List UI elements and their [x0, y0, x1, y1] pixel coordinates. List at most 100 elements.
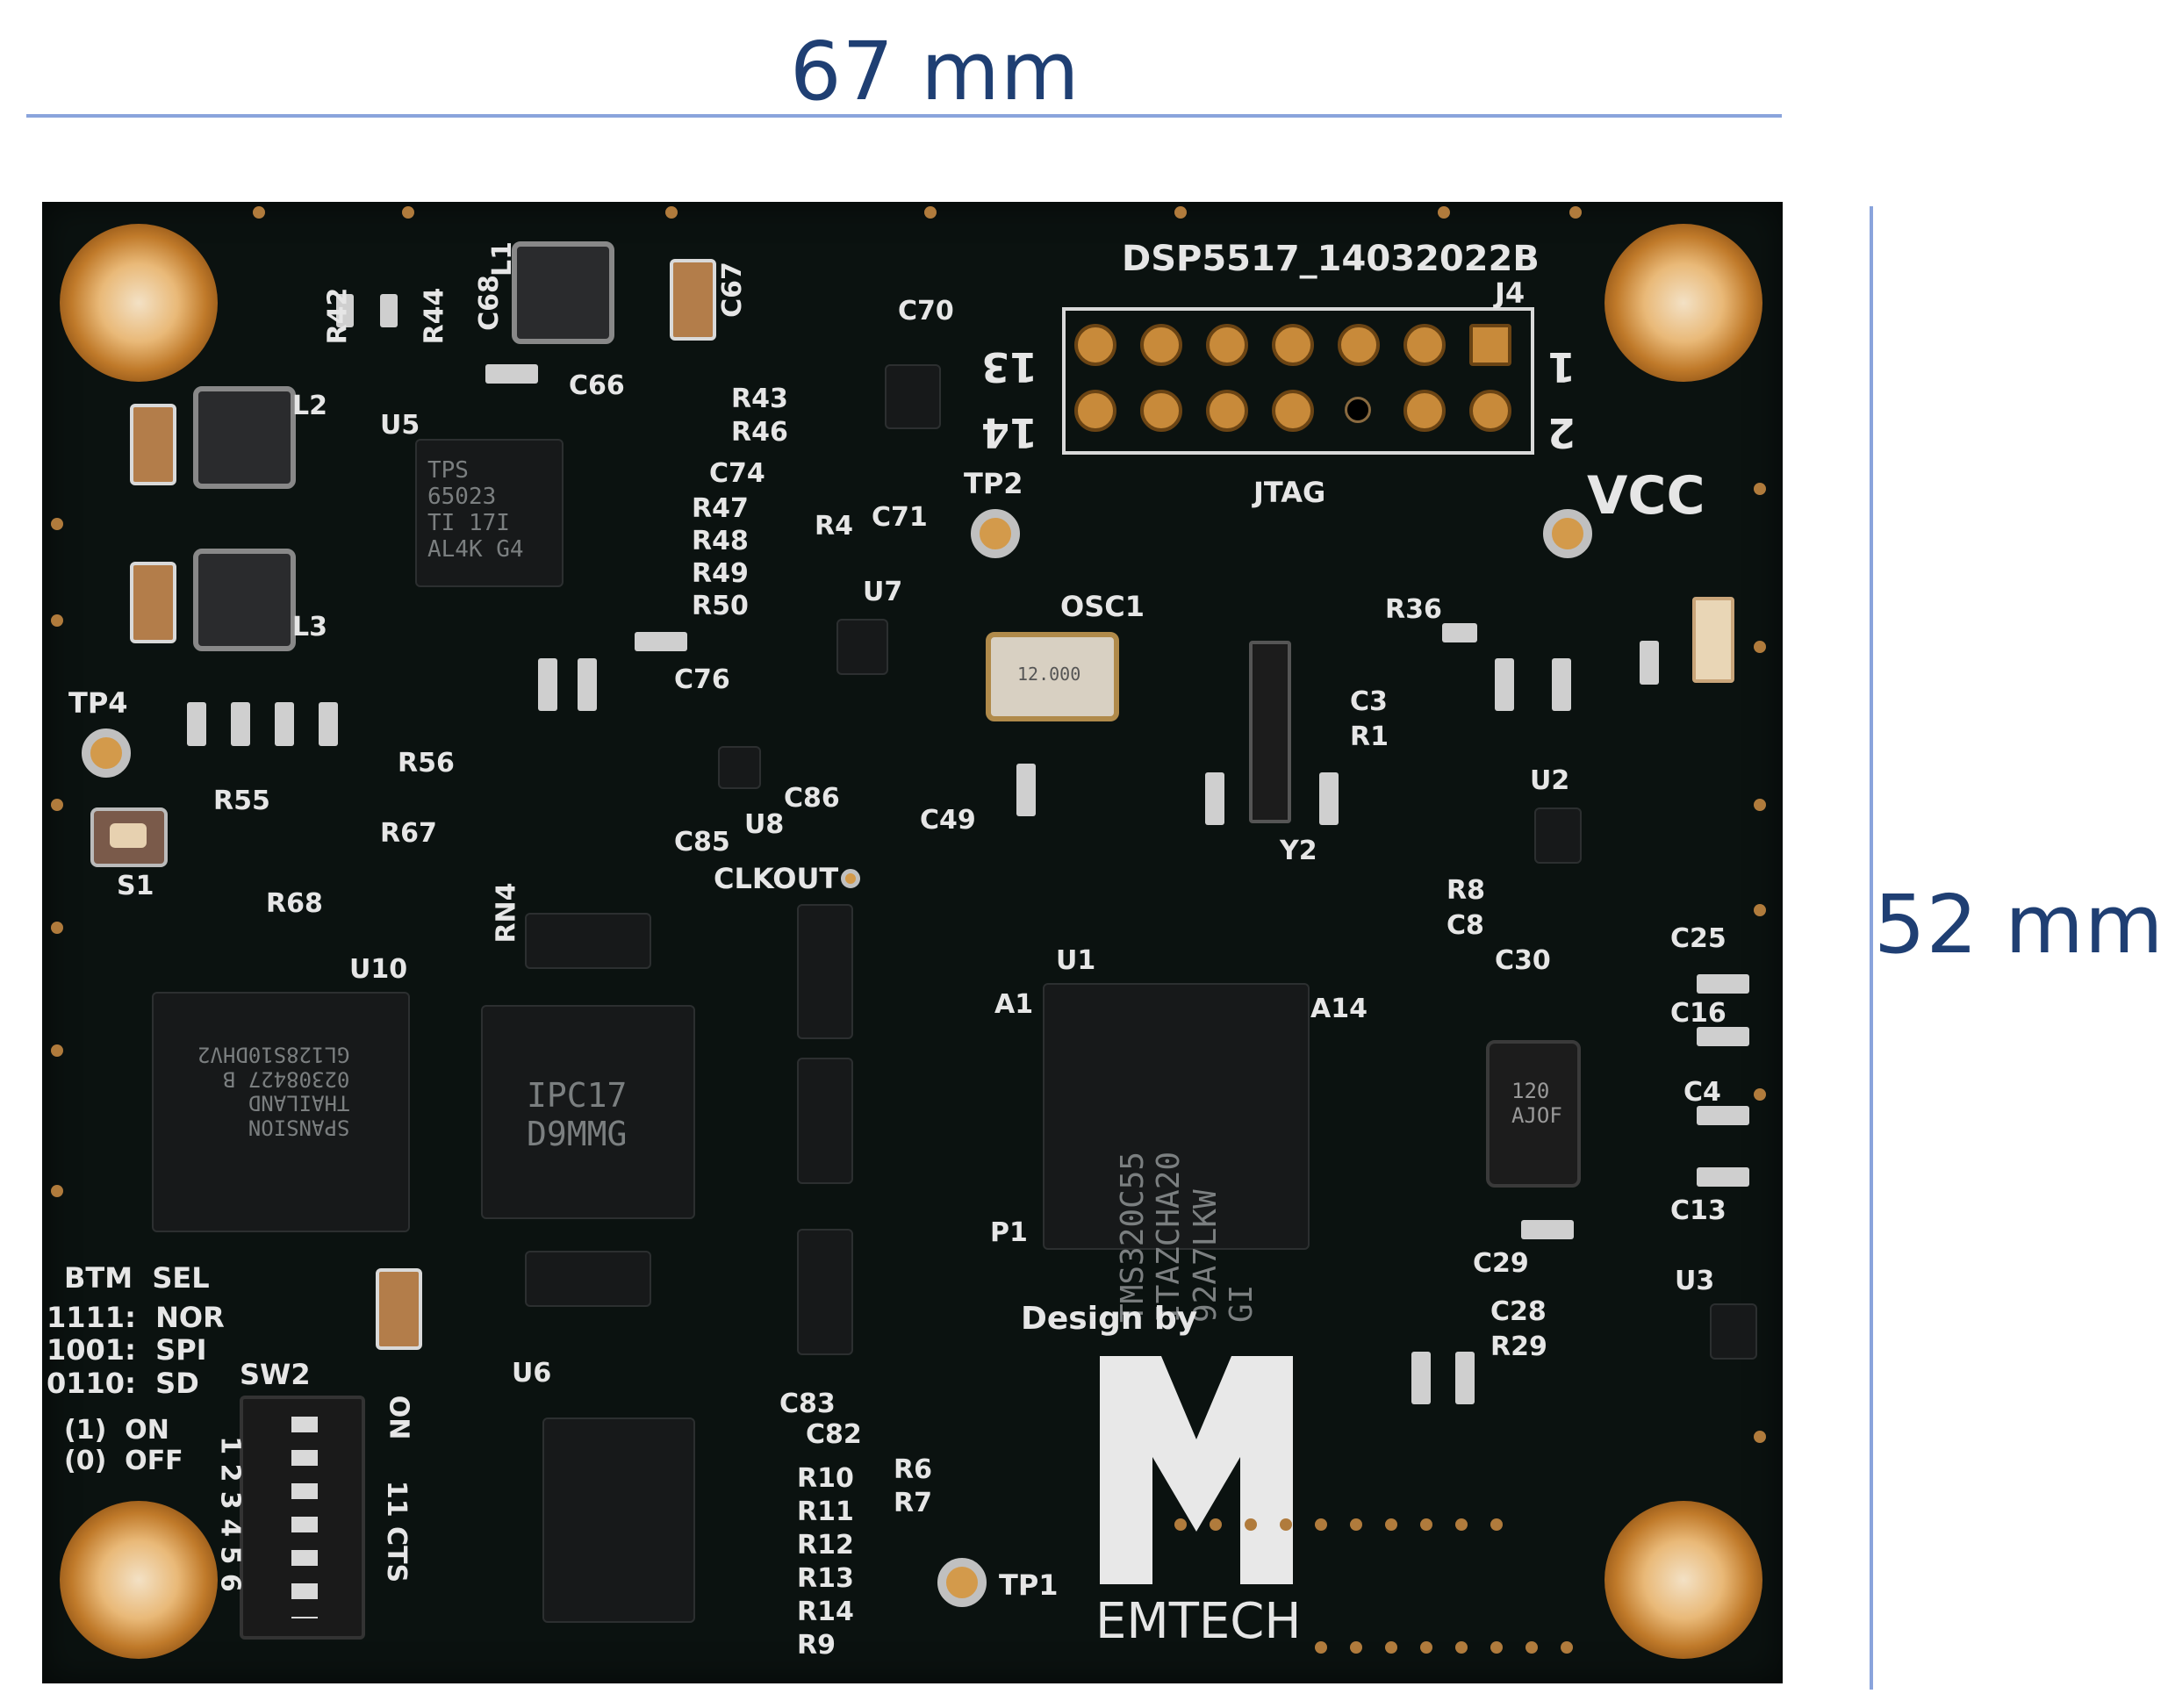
- via: [1490, 1641, 1503, 1654]
- refdes-y2: Y2: [1280, 836, 1317, 866]
- mounting-hole-top-left: [60, 224, 218, 382]
- boot-legend-off: (0) OFF: [64, 1446, 183, 1476]
- mounting-hole-bottom-right: [1604, 1501, 1762, 1659]
- boot-table-row-spi: 1001: SPI: [47, 1333, 207, 1367]
- refdes-s1: S1: [117, 871, 154, 901]
- chip-u6: [542, 1417, 695, 1623]
- via: [1754, 799, 1766, 811]
- refdes-c4: C4: [1683, 1077, 1721, 1108]
- chip-u10-marking: SPANSION THAILAND 02308427 B GL128S10DHV…: [197, 1042, 350, 1140]
- smd-part: [1495, 658, 1514, 711]
- smd-part: [1697, 1167, 1749, 1187]
- resistor-network-rn5: [525, 1251, 651, 1307]
- refdes-c85: C85: [674, 827, 730, 858]
- chip-u5-marking: TPS 65023 TI 17I AL4K G4: [427, 457, 524, 563]
- refdes-u2: U2: [1530, 765, 1570, 796]
- jtag-pin: [1206, 390, 1248, 432]
- via: [1210, 1518, 1222, 1531]
- capacitor-c67: [670, 259, 716, 341]
- resistor-network-rn2: [797, 1058, 853, 1184]
- tp4-test-point: [82, 728, 131, 778]
- refdes-r12: R12: [797, 1530, 854, 1561]
- via: [402, 206, 414, 219]
- osc1-label: OSC1: [1060, 590, 1145, 623]
- refdes-r14: R14: [797, 1597, 854, 1627]
- refdes-r1: R1: [1350, 721, 1389, 752]
- refdes-r10: R10: [797, 1463, 854, 1494]
- chip-u8: [718, 746, 761, 789]
- oscillator-marking: 12.000: [1017, 664, 1081, 685]
- resistor-network-rn1: [797, 1229, 853, 1355]
- jtag-pin: [1272, 324, 1314, 366]
- refdes-r47: R47: [692, 493, 749, 524]
- via: [1438, 206, 1450, 219]
- refdes-c28: C28: [1490, 1296, 1547, 1327]
- sw2-numbers-label: 1 2 3 4 5 6: [214, 1436, 246, 1592]
- sw2-side-label: 11 CTS: [381, 1480, 413, 1583]
- via: [1420, 1518, 1432, 1531]
- refdes-r8: R8: [1447, 875, 1485, 906]
- jtag-label: JTAG: [1253, 476, 1326, 509]
- tp2-label: TP2: [964, 467, 1023, 500]
- jtag-pin: [1403, 324, 1446, 366]
- via: [1280, 1518, 1292, 1531]
- refdes-r46: R46: [731, 417, 788, 448]
- chip-u7: [836, 619, 888, 675]
- pcb-board: DSP5517_14032022B J4 JTAG 13 14 1 2 VCC …: [42, 202, 1783, 1683]
- refdes-u6: U6: [512, 1358, 552, 1389]
- chip-u4: [885, 364, 941, 429]
- smd-part: [1016, 764, 1036, 816]
- via: [1754, 904, 1766, 916]
- via: [1174, 206, 1187, 219]
- u1-ref-label: U1: [1056, 945, 1096, 976]
- smd-part: [1521, 1220, 1574, 1239]
- smd-part: [1411, 1352, 1431, 1404]
- sw2-on-label: ON: [383, 1395, 414, 1440]
- via: [1754, 641, 1766, 653]
- via: [1455, 1518, 1468, 1531]
- resistor-network-rn3: [797, 904, 853, 1039]
- via: [1385, 1518, 1397, 1531]
- smd-part: [1455, 1352, 1475, 1404]
- refdes-r55: R55: [213, 786, 270, 816]
- board-id-label: DSP5517_14032022B: [1122, 239, 1540, 279]
- boot-table-header: BTM SEL: [64, 1261, 210, 1295]
- tp1-label: TP1: [999, 1568, 1059, 1602]
- jtag-pin: [1272, 390, 1314, 432]
- via: [1350, 1641, 1362, 1654]
- sw2-ref-label: SW2: [240, 1358, 311, 1391]
- via: [1420, 1641, 1432, 1654]
- via: [1561, 1641, 1573, 1654]
- smd-part: [336, 294, 354, 327]
- via: [1490, 1518, 1503, 1531]
- oscillator-osc1: 12.000: [986, 632, 1119, 721]
- u1-a14-label: A14: [1310, 994, 1368, 1024]
- via: [665, 206, 678, 219]
- boot-table-row-sd: 0110: SD: [47, 1367, 199, 1400]
- refdes-r50: R50: [692, 591, 749, 621]
- refdes-r44: R44: [419, 287, 450, 345]
- capacitor-c87: [376, 1268, 422, 1350]
- smd-part: [380, 294, 398, 327]
- via: [1245, 1518, 1257, 1531]
- refdes-r6: R6: [894, 1454, 932, 1485]
- via: [1525, 1641, 1538, 1654]
- clkout-test-point: [841, 869, 860, 888]
- chip-u9-marking: IPC17 D9MMG: [527, 1076, 628, 1153]
- refdes-r56: R56: [398, 748, 455, 779]
- crystal-y1-marking: 120 AJOF: [1511, 1079, 1562, 1128]
- jtag-pin: [1140, 324, 1182, 366]
- refdes-c13: C13: [1670, 1195, 1727, 1226]
- chip-u1-marking: TMS320C55 ITAZCHA20 92A7LKW GI: [1115, 1151, 1260, 1323]
- tp4-label: TP4: [68, 686, 128, 720]
- tp1-test-point: [937, 1558, 987, 1607]
- jtag-pin: [1338, 324, 1380, 366]
- capacitor-c75: [130, 562, 176, 643]
- refdes-c83: C83: [779, 1389, 836, 1419]
- smd-part: [1640, 641, 1659, 685]
- crystal-y2: [1249, 641, 1291, 823]
- via: [1385, 1641, 1397, 1654]
- refdes-c76: C76: [674, 664, 730, 695]
- refdes-r43: R43: [731, 384, 788, 414]
- refdes-c25: C25: [1670, 923, 1727, 954]
